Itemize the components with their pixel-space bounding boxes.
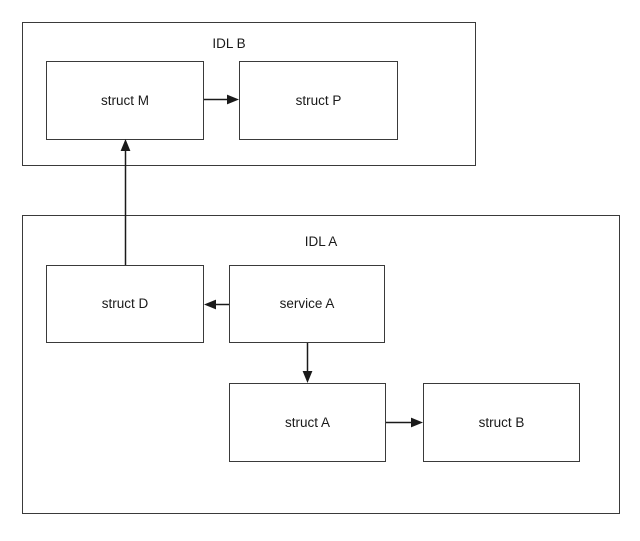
node-struct-a[interactable]: struct A bbox=[229, 383, 386, 462]
node-label-service-a: service A bbox=[279, 296, 335, 311]
node-label-struct-m: struct M bbox=[100, 92, 149, 108]
node-label-struct-a: struct A bbox=[284, 414, 330, 430]
node-label-struct-b: struct B bbox=[478, 414, 525, 430]
group-label-idl-a: IDL A bbox=[304, 234, 338, 249]
group-container-idl-a bbox=[22, 215, 620, 514]
node-label-struct-p: struct P bbox=[295, 92, 342, 108]
node-label-struct-d: struct D bbox=[101, 296, 149, 311]
node-service-a[interactable]: service A bbox=[229, 265, 385, 343]
node-struct-m[interactable]: struct M bbox=[46, 61, 204, 140]
node-struct-p[interactable]: struct P bbox=[239, 61, 398, 140]
group-label-idl-b: IDL B bbox=[212, 36, 246, 51]
node-struct-d[interactable]: struct D bbox=[46, 265, 204, 343]
node-struct-b[interactable]: struct B bbox=[423, 383, 580, 462]
